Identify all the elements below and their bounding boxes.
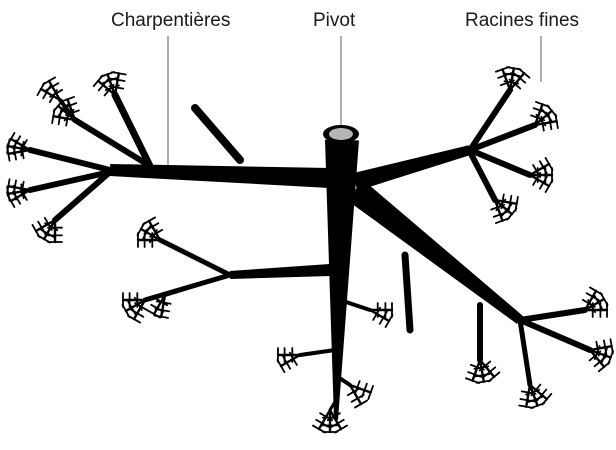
fine-root-tick: [549, 115, 551, 129]
fine-root-tick: [335, 426, 347, 433]
fine-root-tick: [7, 179, 9, 193]
secondary-root: [300, 350, 335, 355]
charpentiere-right: [353, 145, 472, 191]
fine-root-tick: [520, 399, 534, 401]
fine-root-tick: [509, 196, 511, 210]
fine-root-tick: [154, 315, 168, 317]
fine-root-tick: [112, 72, 126, 74]
fine-root-tick: [7, 195, 14, 207]
fine-root-tick: [546, 158, 553, 170]
fine-root-tick: [146, 223, 158, 230]
fine-root-tick: [155, 309, 169, 311]
secondary-root: [520, 320, 530, 385]
fine-root-tick: [7, 133, 14, 145]
fine-root-tick: [352, 395, 364, 402]
fine-root-tick: [43, 86, 50, 98]
fine-root-tick: [52, 109, 54, 123]
fine-root-tick: [131, 310, 143, 317]
fine-root-tick: [7, 147, 9, 161]
fine-root-tick: [37, 83, 44, 95]
fine-root-tick: [32, 225, 39, 237]
small-vertical-root: [405, 255, 410, 330]
fine-root-tick: [515, 197, 517, 211]
fine-root: [8, 186, 30, 190]
fine-root: [8, 150, 30, 154]
fine-root: [526, 385, 530, 407]
secondary-root: [520, 310, 585, 320]
main-roots: [30, 90, 590, 420]
fine-root-tick: [38, 222, 45, 234]
fine-root-tick: [313, 426, 325, 433]
fine-root-tick: [277, 360, 284, 372]
fine-root-tick: [587, 293, 599, 300]
secondary-root: [520, 320, 590, 350]
fine-root-tick: [355, 401, 367, 408]
fine-root-tick: [610, 339, 612, 353]
spur-root: [195, 108, 240, 160]
fine-root-tick: [590, 287, 602, 294]
fine-root-tick: [546, 180, 553, 192]
fine-root: [590, 346, 612, 350]
fine-roots: [7, 67, 613, 433]
lower-left-root: [230, 264, 330, 279]
fine-root-tick: [59, 110, 61, 124]
fine-root-tick: [519, 405, 533, 407]
charpentiere-left: [110, 164, 331, 188]
fine-root-tick: [348, 388, 360, 395]
secondary-root: [165, 275, 230, 295]
fine-root-tick: [604, 340, 606, 354]
secondary-root: [160, 240, 230, 275]
fine-root-tick: [128, 316, 140, 323]
fine-root-tick: [386, 315, 393, 327]
secondary-root: [30, 150, 110, 170]
fine-root-tick: [555, 114, 557, 128]
pivot-cap: [329, 128, 353, 140]
fine-root-tick: [111, 79, 125, 81]
fine-root-tick: [143, 217, 155, 224]
